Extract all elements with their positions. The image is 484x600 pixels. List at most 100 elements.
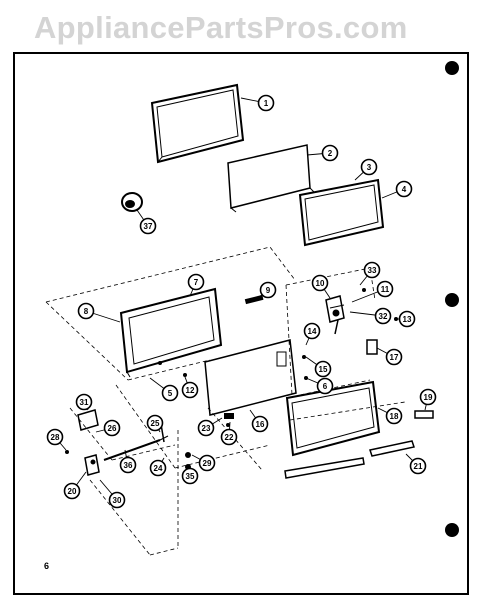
callout-18: 18 — [377, 407, 403, 425]
callout-number: 28 — [51, 433, 60, 442]
callout-26: 26 — [95, 419, 121, 437]
callout-35: 35 — [181, 467, 199, 485]
callout-number: 20 — [68, 487, 77, 496]
callout-31: 31 — [75, 393, 93, 411]
callout-circle — [314, 360, 332, 378]
callout-number: 37 — [144, 222, 153, 231]
callout-15: 15 — [305, 356, 332, 378]
callout-circle — [303, 322, 321, 340]
callout-2: 2 — [306, 144, 339, 162]
callout-circle — [220, 428, 238, 446]
binder-hole-mark — [445, 523, 459, 537]
callout-16: 16 — [249, 409, 269, 433]
callout-circle — [181, 381, 199, 399]
lower-frame-part — [285, 380, 381, 457]
callout-number: 17 — [390, 353, 399, 362]
dashed-construction-lines — [45, 246, 406, 556]
watermark: AppliancePartsPros.com — [34, 10, 408, 45]
callout-circle — [385, 407, 403, 425]
callout-number: 5 — [168, 389, 173, 398]
callout-circle — [419, 388, 437, 406]
callout-6: 6 — [305, 377, 334, 395]
callout-11: 11 — [351, 280, 394, 303]
callout-circle — [363, 261, 381, 279]
callout-circle — [321, 144, 339, 162]
callout-number: 23 — [202, 424, 211, 433]
callout-number: 7 — [194, 278, 199, 287]
callout-number: 6 — [323, 382, 328, 391]
callout-number: 22 — [225, 433, 234, 442]
callout-circle — [360, 158, 378, 176]
callout-circle — [257, 94, 275, 112]
callout-10: 10 — [311, 274, 331, 299]
callout-19: 19 — [419, 388, 437, 411]
callout-number: 32 — [379, 312, 388, 321]
callout-22: 22 — [220, 421, 238, 446]
page-border — [13, 52, 469, 595]
callout-number: 26 — [108, 424, 117, 433]
callout-17: 17 — [376, 347, 403, 366]
door-frame-part — [119, 287, 223, 378]
callout-circle — [316, 377, 334, 395]
callout-number: 4 — [402, 185, 407, 194]
callout-number: 3 — [367, 163, 372, 172]
back-panel-part — [204, 339, 297, 416]
bottom-strip-part — [284, 457, 365, 479]
callout-20: 20 — [63, 471, 87, 500]
callout-circle — [161, 384, 179, 402]
callout-1: 1 — [240, 94, 275, 112]
callout-number: 24 — [154, 464, 163, 473]
callout-circle — [119, 456, 137, 474]
binder-hole-mark — [445, 293, 459, 307]
callout-circle — [376, 280, 394, 298]
callout-number: 19 — [424, 393, 433, 402]
callout-circle — [385, 348, 403, 366]
binder-hole-mark — [445, 61, 459, 75]
callout-circle — [259, 281, 277, 299]
callout-circle — [103, 419, 121, 437]
callout-number: 29 — [203, 459, 212, 468]
callout-circle — [398, 310, 416, 328]
callout-number: 10 — [316, 279, 325, 288]
callout-8: 8 — [77, 302, 121, 323]
callout-24: 24 — [149, 457, 167, 477]
callout-number: 33 — [368, 266, 377, 275]
callout-circle — [187, 273, 205, 291]
callout-number: 36 — [124, 461, 133, 470]
callout-number: 1 — [264, 99, 269, 108]
callout-14: 14 — [303, 322, 321, 346]
callout-circle — [77, 302, 95, 320]
callout-7: 7 — [187, 273, 205, 297]
top-frame-part — [150, 83, 245, 164]
callout-21: 21 — [405, 453, 427, 475]
callout-circle — [374, 307, 392, 325]
callout-number: 35 — [186, 472, 195, 481]
callout-number: 15 — [319, 365, 328, 374]
callout-25: 25 — [146, 414, 164, 433]
callout-number: 8 — [84, 307, 89, 316]
callout-23: 23 — [197, 417, 223, 437]
callout-37: 37 — [136, 209, 157, 235]
callout-circle — [63, 482, 81, 500]
page-number: 6 — [44, 561, 50, 571]
trim-strip-part — [369, 440, 415, 457]
callout-circle — [197, 419, 215, 437]
callout-number: 30 — [113, 496, 122, 505]
callout-9: 9 — [257, 281, 277, 299]
callout-4: 4 — [381, 180, 413, 199]
callout-circle — [198, 454, 216, 472]
callout-number: 13 — [403, 315, 412, 324]
hinge-part — [84, 454, 100, 476]
callout-number: 14 — [308, 327, 317, 336]
callout-29: 29 — [191, 454, 216, 472]
callout-circle — [395, 180, 413, 198]
latch-assembly-part — [325, 295, 345, 335]
callout-number: 25 — [151, 419, 160, 428]
callout-circle — [108, 491, 126, 509]
callout-circle — [311, 274, 329, 292]
callout-circle — [75, 393, 93, 411]
tag-part — [414, 410, 434, 419]
panel-part — [227, 144, 315, 213]
